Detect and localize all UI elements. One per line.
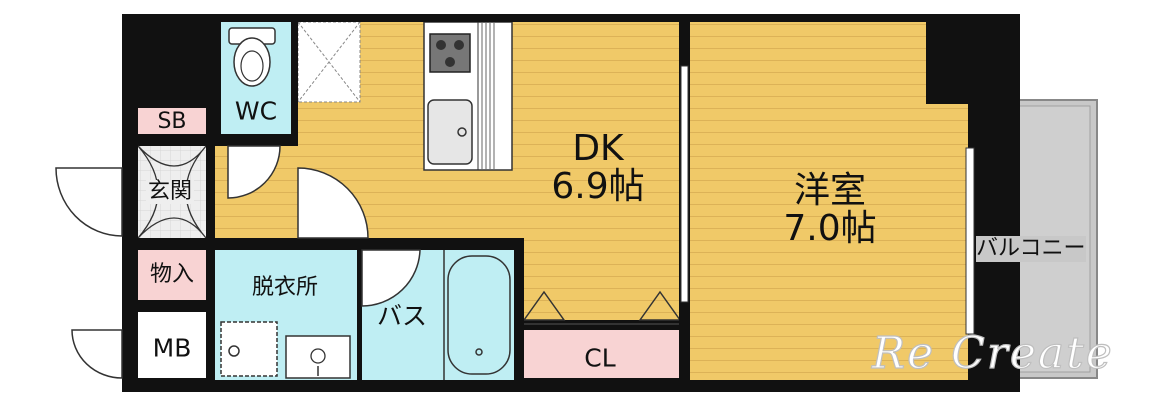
washbasin-icon: [285, 335, 351, 379]
sb-label: SB: [157, 109, 187, 134]
bath-label: バス: [376, 301, 428, 331]
dk-name: DK: [572, 128, 624, 170]
wc-room: [221, 22, 291, 134]
bathroom: [362, 250, 514, 380]
bathtub-icon: [447, 255, 511, 375]
mb-label: MB: [152, 333, 192, 363]
western-size: 7.0帖: [783, 208, 877, 249]
closet: [522, 290, 682, 378]
wc-label: WC: [234, 96, 278, 126]
entrance-door-icon: [55, 167, 123, 237]
entrance-label: 玄関: [145, 179, 195, 204]
bath-door-icon: [361, 249, 421, 307]
sink-icon: [427, 99, 473, 165]
watermark: Re Create: [871, 327, 1114, 379]
washroom-door-icon: [297, 167, 369, 239]
mb-door-icon: [71, 329, 123, 379]
washroom-label: 脱衣所: [251, 275, 319, 300]
pipe-shaft: [297, 21, 361, 103]
storage-label: 物入: [149, 262, 195, 287]
dk-size: 6.9帖: [551, 166, 645, 207]
washroom: [215, 250, 357, 380]
wc-door-icon: [227, 145, 281, 199]
balcony-label: バルコニー: [976, 236, 1086, 262]
kitchen-counter: [423, 21, 513, 171]
western-name: 洋室: [793, 170, 867, 212]
storage-room: [138, 250, 206, 300]
shoe-box: [138, 108, 206, 134]
western-room-label: 洋室 7.0帖: [783, 172, 876, 248]
toilet-icon: [233, 37, 271, 87]
meter-box: [138, 312, 206, 378]
doors: [55, 145, 421, 379]
sliding-door-icon: [680, 65, 689, 303]
western-room-floor: [690, 22, 926, 380]
closet-label: CL: [584, 343, 616, 373]
dk-room-label: DK 6.9帖: [551, 130, 644, 206]
